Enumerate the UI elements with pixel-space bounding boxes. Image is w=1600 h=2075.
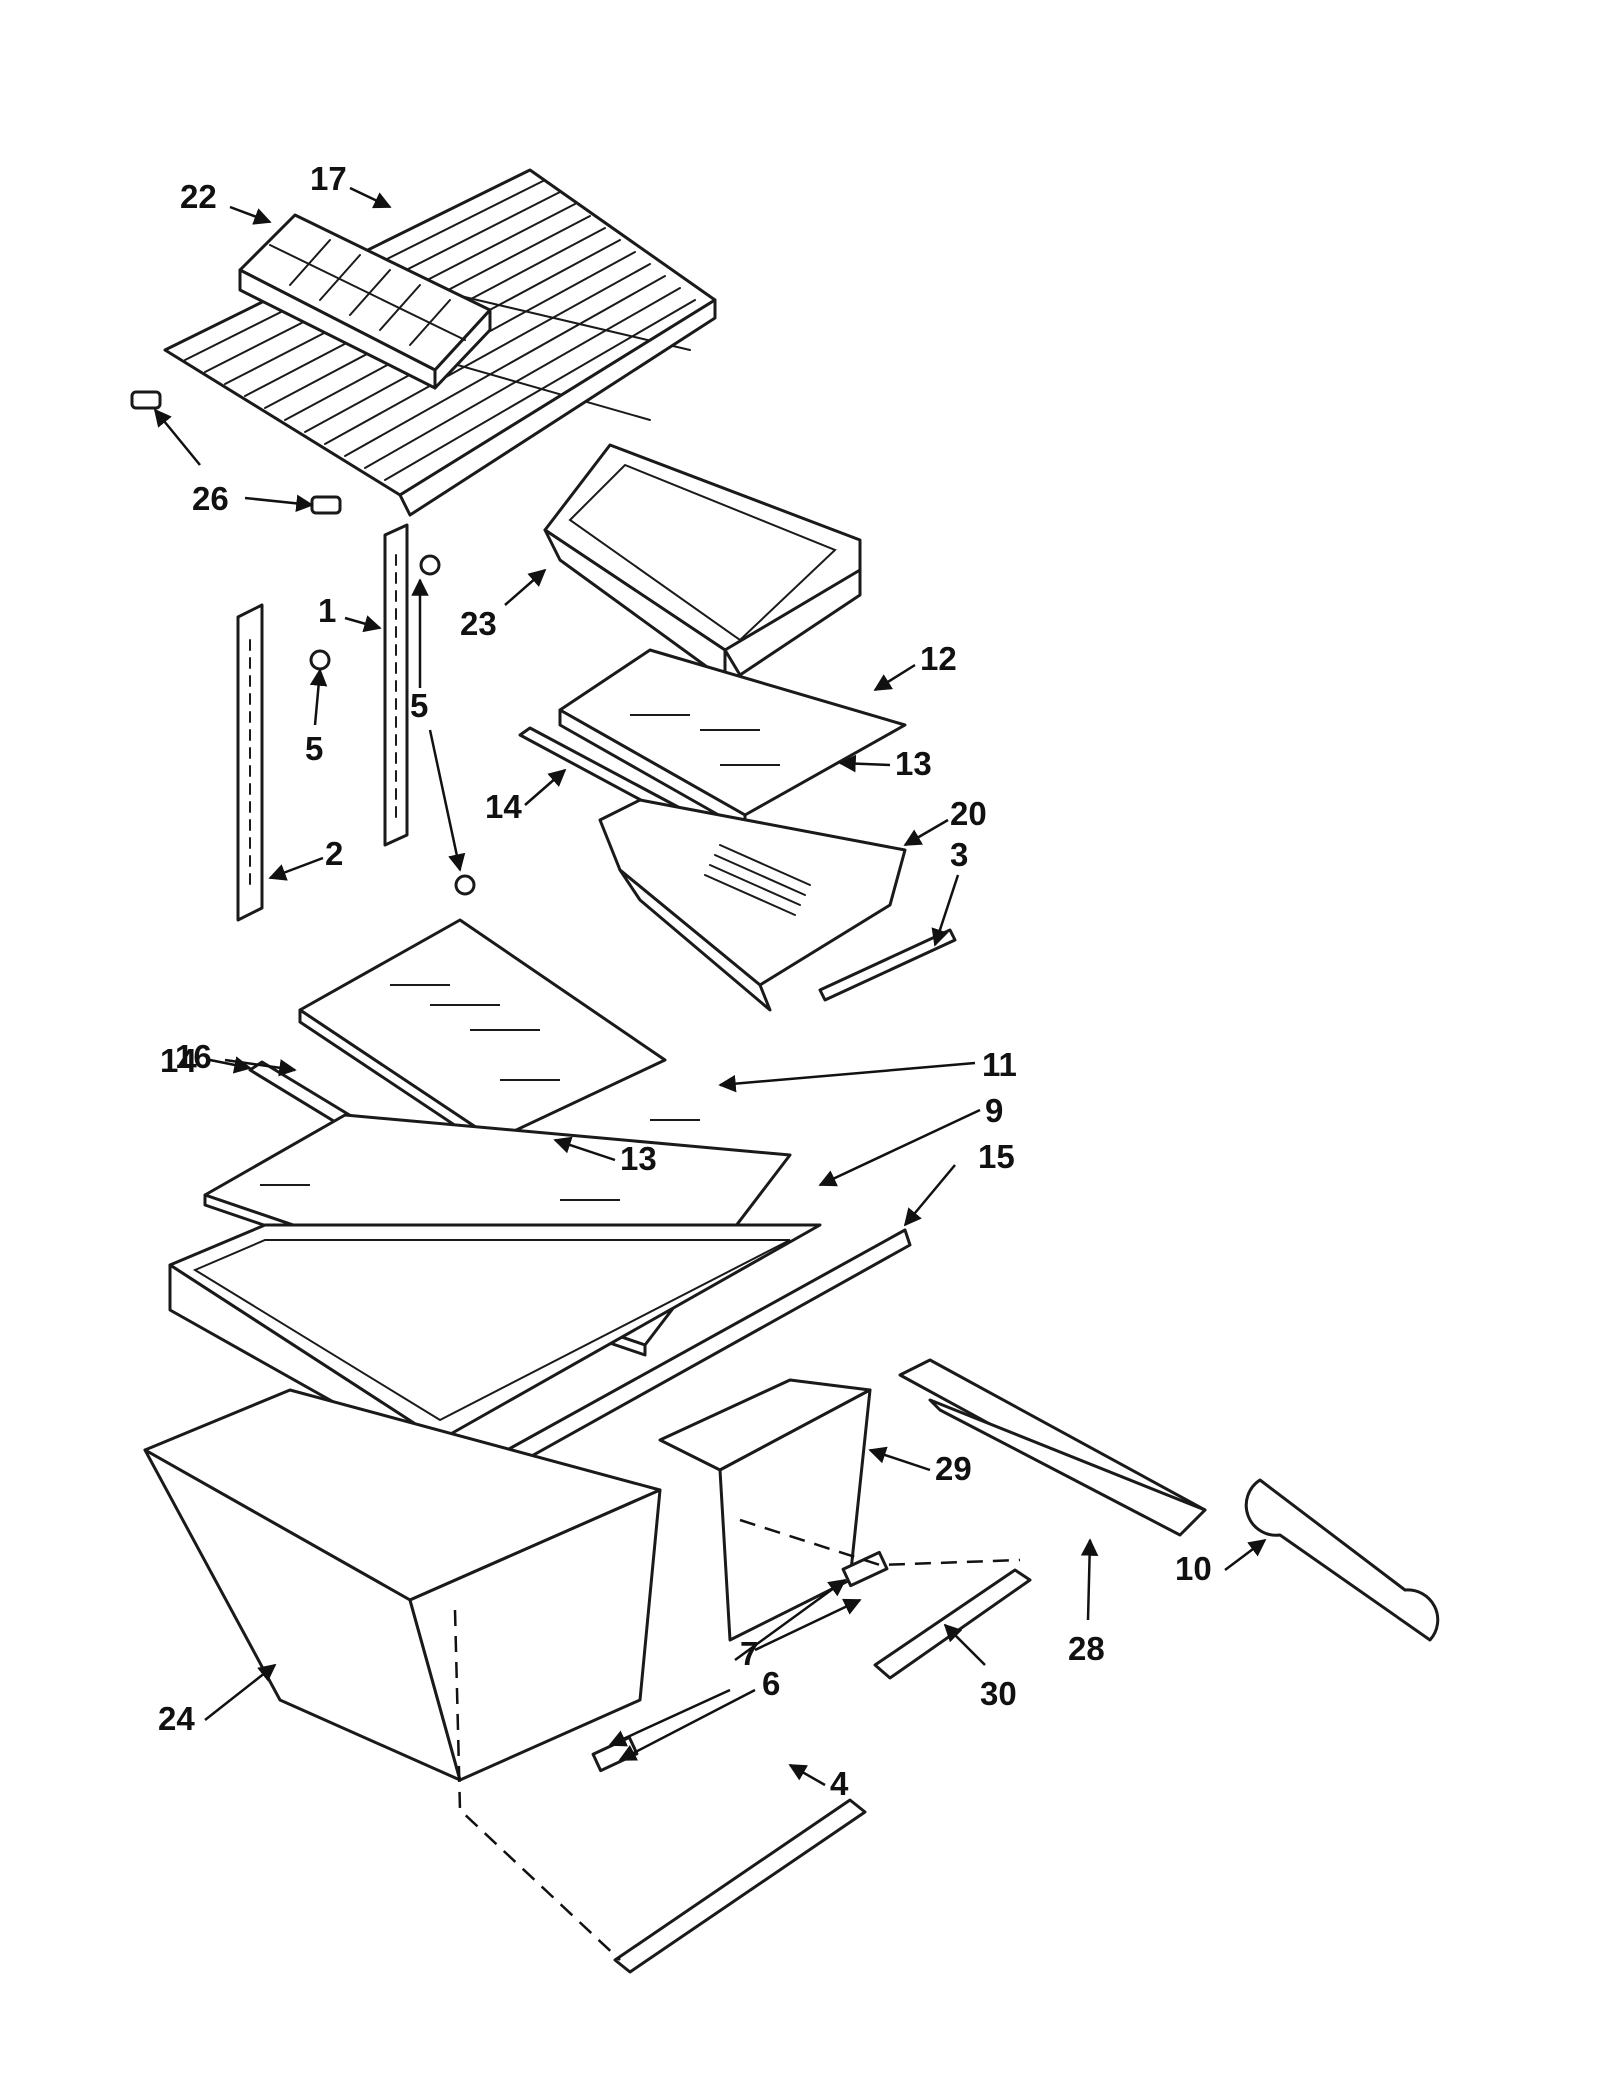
callout-16: 16 (175, 1038, 212, 1075)
callout-15: 15 (978, 1138, 1015, 1175)
callout-14-upper: 14 (485, 788, 522, 825)
ice-cube-tray (238, 213, 492, 390)
drawer-trim-3 (818, 928, 957, 1002)
middle-glass-shelf (298, 918, 667, 1154)
drawer-front-trim-4 (613, 1798, 867, 1974)
callout-22: 22 (180, 178, 217, 215)
callout-24: 24 (158, 1700, 195, 1737)
meat-pan-drawer (598, 798, 907, 1012)
callout-30: 30 (980, 1675, 1017, 1712)
deli-tube (1244, 1478, 1440, 1642)
crisper-drawer-left (143, 1388, 662, 1782)
callout-1: 1 (318, 592, 336, 629)
crisper-drawer-right (658, 1378, 872, 1642)
callout-20: 20 (950, 795, 987, 832)
assembly-dashed-lines (453, 1518, 1021, 1961)
callout-9: 9 (985, 1092, 1003, 1129)
callout-10: 10 (1175, 1550, 1212, 1587)
callout-11: 11 (982, 1046, 1017, 1083)
callout-5-right: 5 (410, 687, 428, 724)
callout-12: 12 (920, 640, 957, 677)
screw (309, 554, 476, 896)
callout-5-left: 5 (305, 730, 323, 767)
wire-shelf (163, 168, 717, 517)
callout-13-upper: 13 (895, 745, 932, 782)
callout-labels: 22 17 26 1 5 5 2 23 12 13 14 20 3 16 14 … (158, 160, 1212, 1802)
shelf-support-pin-top (130, 390, 342, 515)
callout-6: 6 (762, 1665, 780, 1702)
shelf-ladder-right (383, 523, 409, 847)
callout-13-middle: 13 (620, 1140, 657, 1177)
upper-glass-shelf (558, 648, 907, 832)
drawer-rail-assembly (898, 1358, 1207, 1537)
shelf-ladder-left (236, 603, 264, 922)
callout-29: 29 (935, 1450, 972, 1487)
callout-28: 28 (1068, 1630, 1105, 1667)
callout-17: 17 (310, 160, 347, 197)
callout-26: 26 (192, 480, 229, 517)
drawer-front-trim-30 (873, 1568, 1032, 1680)
callout-14-middle: 14 (160, 1042, 197, 1079)
callout-4: 4 (830, 1765, 849, 1802)
callout-7: 7 (740, 1635, 758, 1672)
callout-2: 2 (325, 835, 343, 872)
upper-storage-pan (543, 443, 862, 682)
callout-23: 23 (460, 605, 497, 642)
leader-lines (153, 186, 1267, 1787)
callout-3: 3 (950, 836, 968, 873)
